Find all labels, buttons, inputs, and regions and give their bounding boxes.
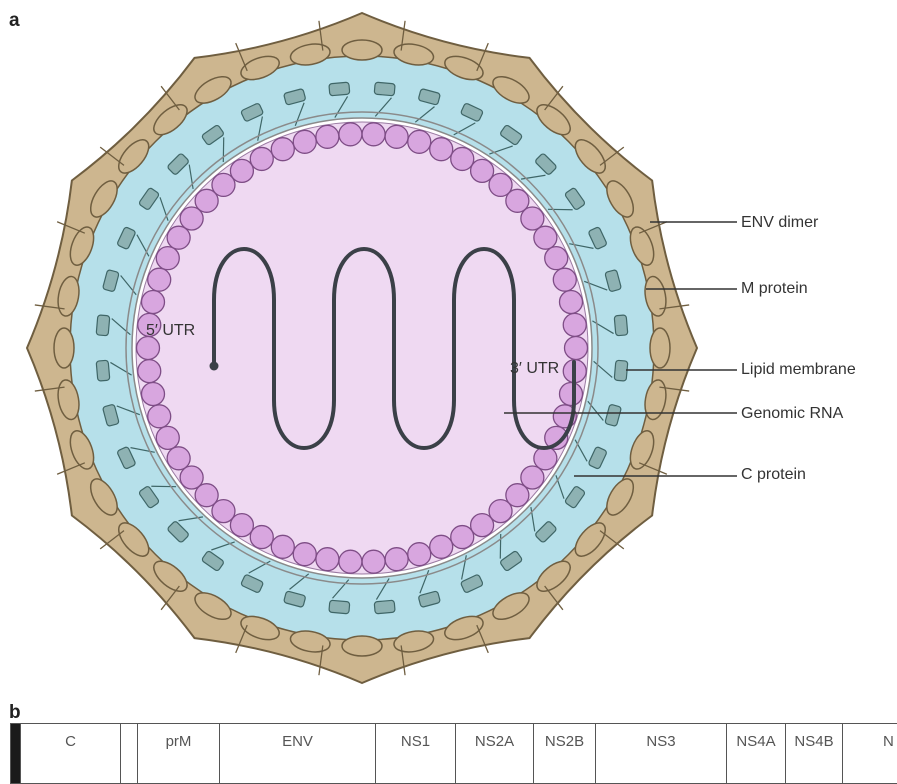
virion-diagram bbox=[0, 0, 897, 700]
m-protein bbox=[96, 360, 110, 381]
genome-segment-prm: prM bbox=[137, 724, 219, 783]
c-protein-sphere bbox=[362, 123, 385, 146]
genome-core bbox=[161, 147, 563, 549]
c-protein-sphere bbox=[156, 247, 179, 270]
panel-label-b: b bbox=[9, 702, 21, 724]
c-protein-sphere bbox=[142, 290, 165, 313]
c-protein-sphere bbox=[553, 268, 576, 291]
c-protein-sphere bbox=[565, 337, 588, 360]
c-protein-sphere bbox=[180, 466, 203, 489]
env-dimer-lobe bbox=[54, 328, 74, 368]
genome-segment-ns2a: NS2A bbox=[455, 724, 533, 783]
capsid-layer bbox=[136, 122, 588, 574]
c-protein-sphere bbox=[339, 123, 362, 146]
c-protein-sphere bbox=[559, 383, 582, 406]
c-protein-sphere bbox=[451, 526, 474, 549]
c-protein-sphere bbox=[156, 426, 179, 449]
m-protein bbox=[614, 315, 628, 336]
c-protein-sphere bbox=[451, 147, 474, 170]
env-dimer-lobe bbox=[342, 40, 382, 60]
utr5-label: 5′ UTR bbox=[146, 322, 195, 340]
env-dimer-lobe bbox=[342, 636, 382, 656]
m-protein bbox=[329, 82, 350, 96]
genome-segment-ns5: N bbox=[842, 724, 897, 783]
m-protein bbox=[614, 360, 628, 381]
utr3-label: 3′ UTR bbox=[510, 360, 559, 378]
c-protein-sphere bbox=[430, 138, 453, 161]
c-protein-sphere bbox=[559, 290, 582, 313]
c-protein-sphere bbox=[138, 360, 161, 383]
c-protein-sphere bbox=[250, 526, 273, 549]
env-dimer-label: ENV dimer bbox=[741, 214, 818, 232]
c-protein-sphere bbox=[148, 405, 171, 428]
genome-segment-ns1: NS1 bbox=[375, 724, 455, 783]
genome-segment-ns3: NS3 bbox=[595, 724, 726, 783]
c-protein-sphere bbox=[521, 207, 544, 230]
c-protein-sphere bbox=[430, 535, 453, 558]
c-protein-sphere bbox=[142, 383, 165, 406]
c-protein-sphere bbox=[408, 543, 431, 566]
c-protein-sphere bbox=[250, 147, 273, 170]
genome-segment-ns2b: NS2B bbox=[533, 724, 595, 783]
env-dimer-lobe bbox=[650, 328, 670, 368]
c-protein-sphere bbox=[271, 138, 294, 161]
c-protein-sphere bbox=[362, 550, 385, 573]
c-protein-sphere bbox=[293, 130, 316, 153]
c-protein-sphere bbox=[148, 268, 171, 291]
c-protein-sphere bbox=[385, 548, 408, 571]
c-protein-sphere bbox=[385, 125, 408, 148]
m-protein bbox=[374, 82, 395, 96]
c-protein-sphere bbox=[408, 130, 431, 153]
genome-map: C prM ENV NS1 NS2A NS2B NS3 NS4A NS4B N bbox=[10, 723, 897, 784]
m-protein bbox=[96, 315, 110, 336]
c-protein-sphere bbox=[167, 226, 190, 249]
genome-map-cap bbox=[11, 724, 20, 783]
m-protein-label: M protein bbox=[741, 280, 808, 298]
c-protein-sphere bbox=[167, 447, 190, 470]
genome-segment-spacer bbox=[120, 724, 137, 783]
genome-segment-ns4b: NS4B bbox=[785, 724, 842, 783]
c-protein-label: C protein bbox=[741, 466, 806, 484]
genome-segment-ns4a: NS4A bbox=[726, 724, 785, 783]
c-protein-sphere bbox=[471, 514, 494, 537]
c-protein-sphere bbox=[271, 535, 294, 558]
c-protein-sphere bbox=[545, 247, 568, 270]
c-protein-sphere bbox=[534, 447, 557, 470]
genome-segment-env: ENV bbox=[219, 724, 375, 783]
genomic-rna-label: Genomic RNA bbox=[741, 405, 843, 423]
c-protein-sphere bbox=[316, 125, 339, 148]
c-protein-sphere bbox=[293, 543, 316, 566]
c-protein-sphere bbox=[563, 313, 586, 336]
c-protein-sphere bbox=[316, 548, 339, 571]
c-protein-sphere bbox=[230, 159, 253, 182]
lipid-membrane-label: Lipid membrane bbox=[741, 361, 856, 379]
m-protein bbox=[374, 600, 395, 614]
m-protein bbox=[329, 600, 350, 614]
utr5-terminus bbox=[210, 362, 219, 371]
c-protein-sphere bbox=[534, 226, 557, 249]
c-protein-sphere bbox=[339, 550, 362, 573]
genome-segment-c: C bbox=[20, 724, 120, 783]
